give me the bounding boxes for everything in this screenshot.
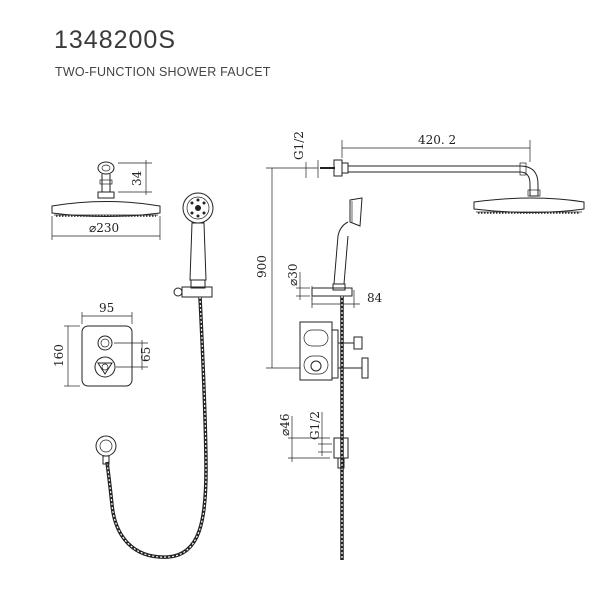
model-number: 1348200S [54, 26, 177, 54]
dim-holder-depth: 84 [311, 290, 383, 308]
showerhead-front-view [51, 161, 161, 217]
dim-holder-diameter-label: ⌀30 [286, 264, 300, 287]
valve-body-side [299, 321, 369, 381]
shower-hose [105, 296, 208, 559]
dim-valve-width: 95 [81, 301, 133, 324]
dim-overall-height-label: 900 [255, 255, 269, 278]
dim-handle-spacing: 65 [114, 340, 153, 370]
shower-arm-side [320, 159, 585, 214]
dim-valve-height: 160 [52, 325, 80, 387]
dim-outlet-thread-label: G1/2 [308, 411, 322, 440]
dim-outlet-thread: G1/2 [308, 411, 332, 456]
dim-valve-width-label: 95 [99, 301, 114, 315]
dim-inlet-top: G1/2 [292, 131, 319, 178]
dim-overall-height: 900 [255, 167, 318, 369]
dim-showerhead-diameter: ⌀230 [51, 216, 161, 240]
dim-valve-height-label: 160 [52, 344, 66, 367]
dim-arm-length: 420. 2 [341, 133, 531, 162]
hand-shower [173, 192, 214, 298]
dim-arm-depth: 34 [118, 160, 152, 195]
wall-outlet-elbow [95, 435, 117, 465]
dim-inlet-top-label: G1/2 [292, 131, 306, 160]
dim-outlet-diameter-label: ⌀46 [278, 414, 292, 437]
valve-trim-plate [81, 325, 133, 387]
product-name: TWO-FUNCTION SHOWER FAUCET [55, 65, 271, 79]
holder-side [311, 286, 353, 300]
hand-shower-side [332, 197, 363, 291]
dim-holder-diameter: ⌀30 [286, 264, 310, 300]
dim-arm-depth-label: 34 [130, 170, 144, 186]
dim-handle-spacing-label: 65 [139, 347, 153, 362]
dim-showerhead-diameter-label: ⌀230 [89, 221, 119, 235]
dim-holder-depth-label: 84 [367, 291, 383, 305]
dim-outlet-diameter: ⌀46 [278, 414, 330, 462]
dim-arm-length-label: 420. 2 [418, 133, 456, 147]
wall-outlet-side [333, 437, 349, 469]
